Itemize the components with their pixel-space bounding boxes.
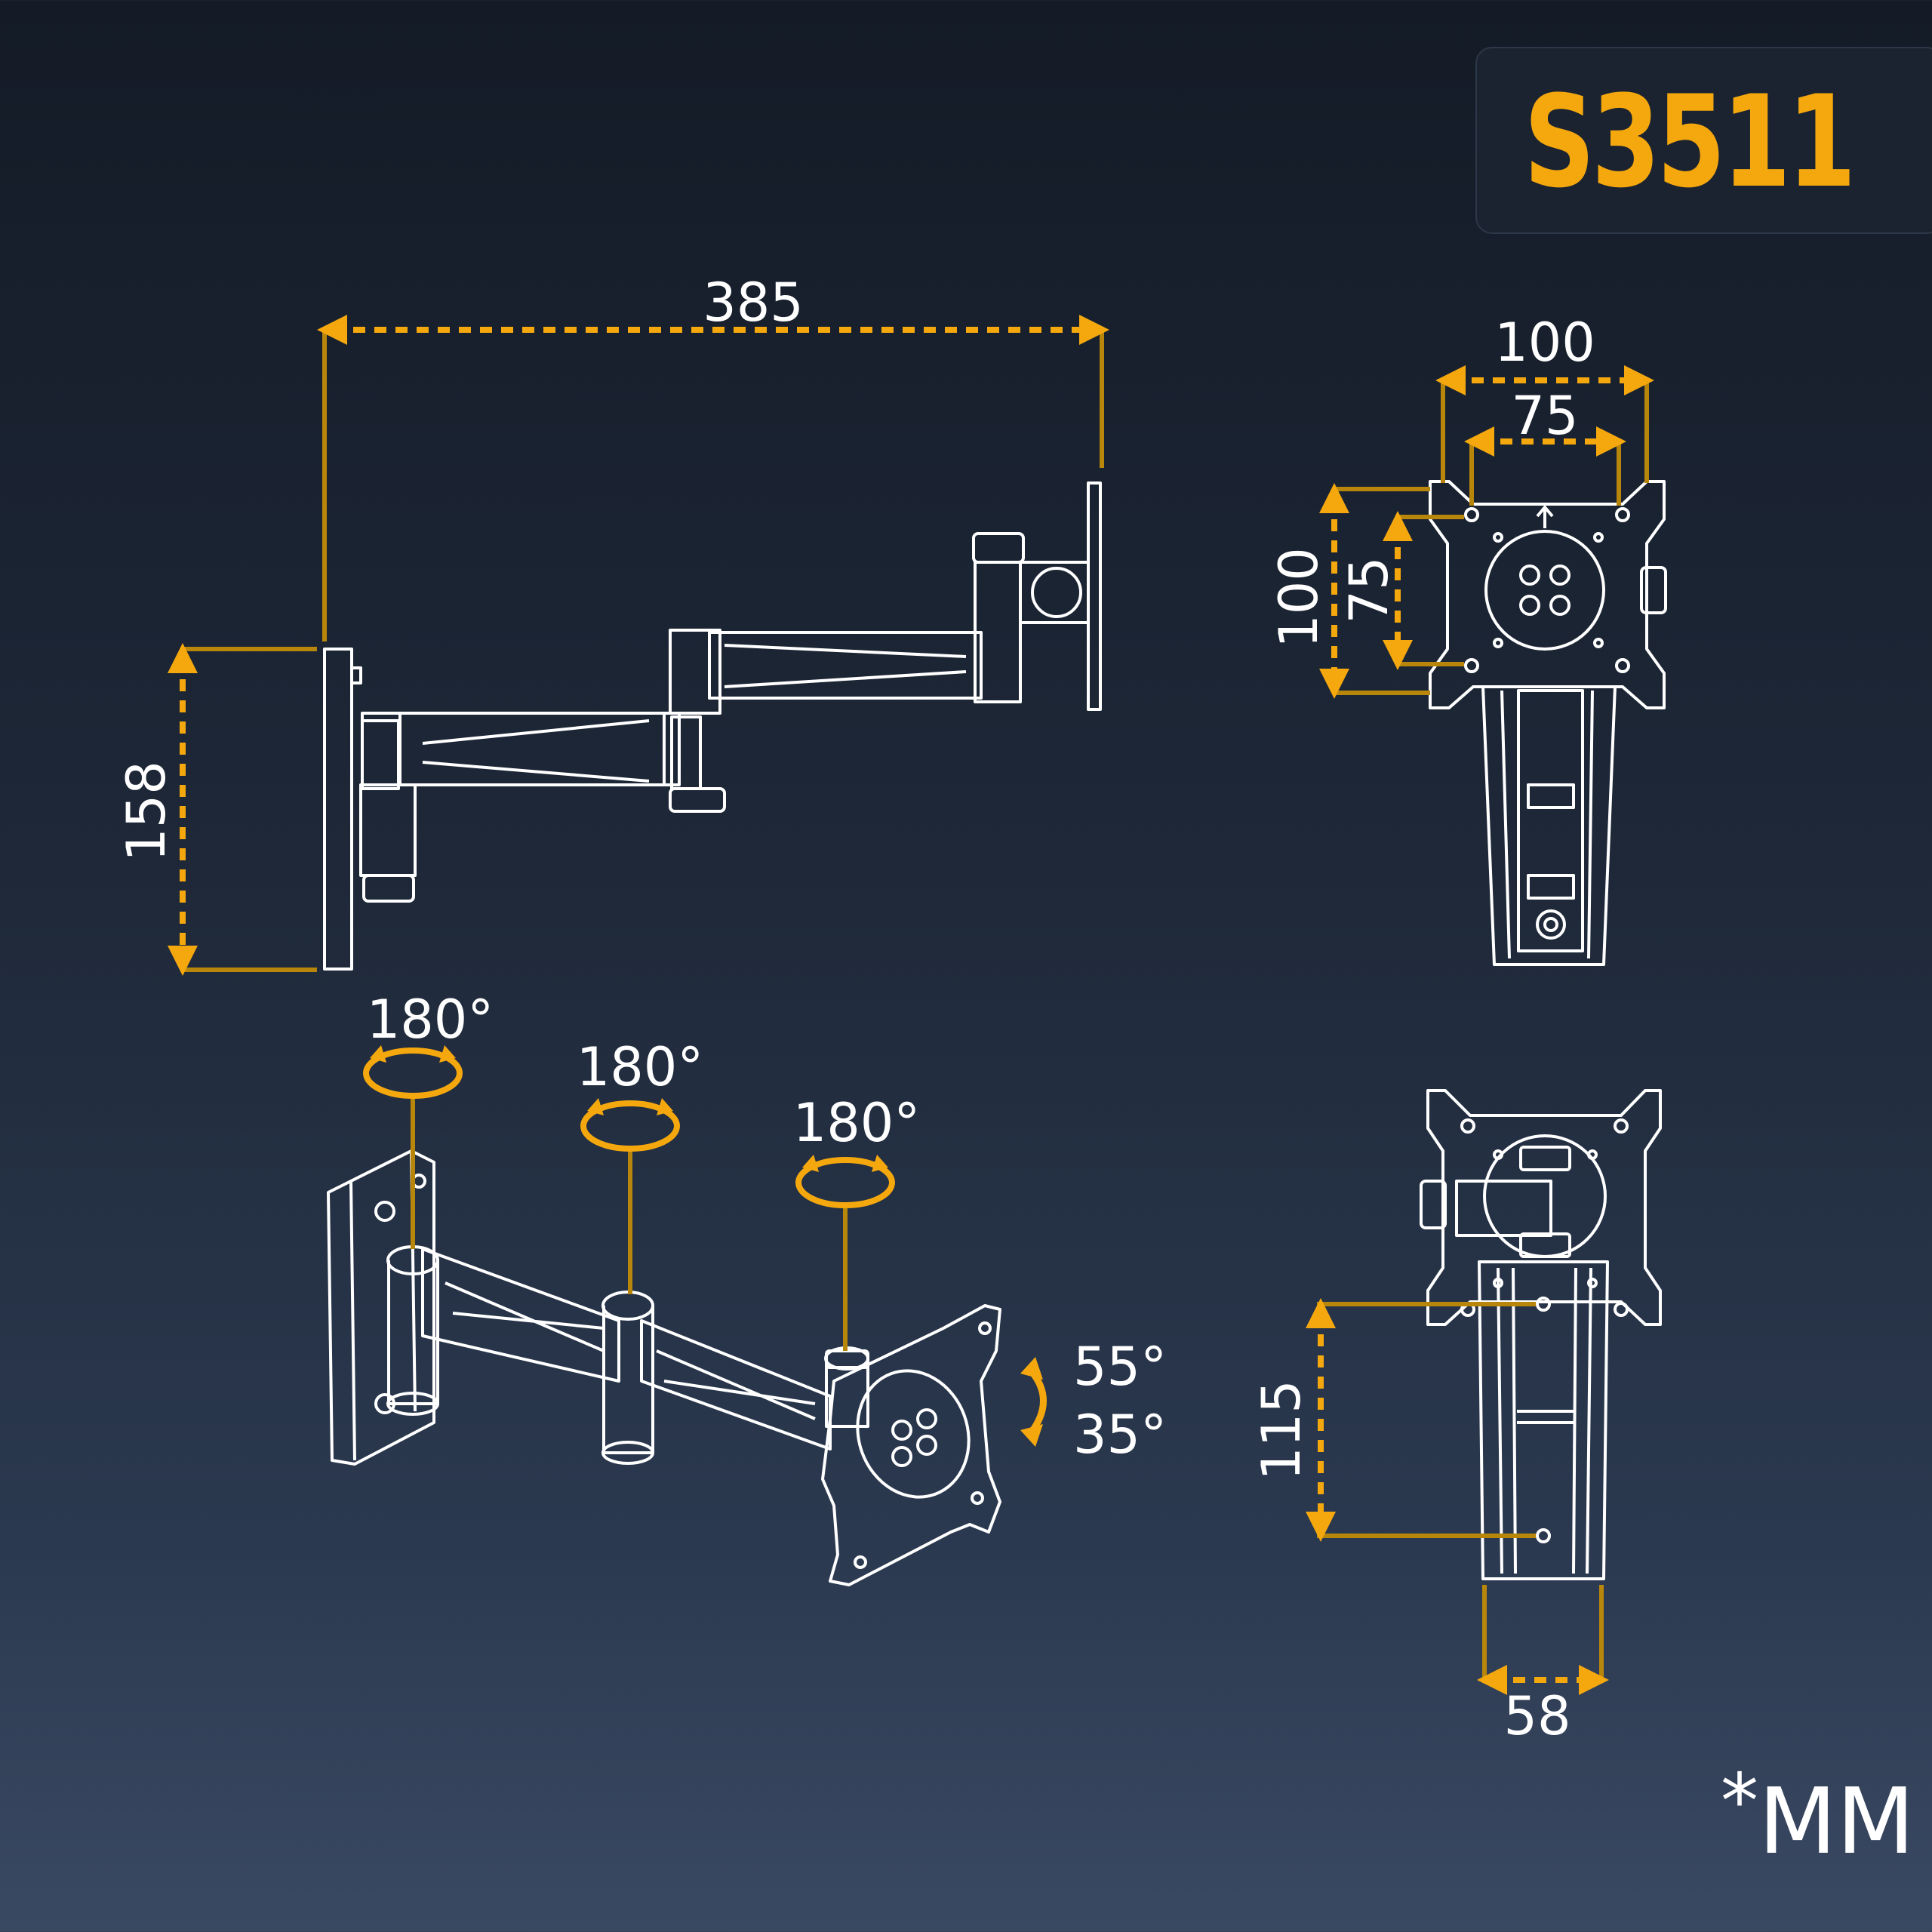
rear-hub (1483, 1134, 1607, 1258)
front-view (1429, 480, 1667, 966)
dimension-115-label: 115 (1251, 1380, 1312, 1481)
perspective-view (327, 1149, 1001, 1586)
front-knob (1640, 566, 1667, 614)
dimension-385: 385 (317, 272, 1109, 641)
rotation-3-label: 180° (793, 1092, 921, 1154)
rear-knob (1420, 1180, 1447, 1229)
rotation-indicator-1: 180° (363, 989, 494, 1249)
side-knob-2 (669, 787, 726, 813)
rear-arm-column (1478, 1260, 1609, 1580)
perspective-joint-1 (387, 1260, 439, 1405)
dimension-158: 158 (115, 643, 317, 976)
rotation-indicator-2: 180° (577, 1036, 704, 1294)
tilt-down-label: 35° (1073, 1404, 1167, 1466)
dimension-58-label: 58 (1503, 1685, 1571, 1747)
perspective-hub (856, 1369, 971, 1499)
rotation-indicator-3: 180° (793, 1092, 921, 1351)
side-wall-plate-tab (350, 666, 362, 685)
dimension-75-top-label: 75 (1511, 385, 1578, 447)
side-arm-upper (708, 631, 983, 700)
dimension-75-side-label: 75 (1338, 556, 1400, 623)
perspective-arm-1 (421, 1247, 620, 1383)
model-number: S3511 (1524, 68, 1856, 216)
tilt-up-label: 55° (1073, 1336, 1167, 1398)
side-knob-3 (972, 532, 1025, 564)
dimension-vesa-height: 100 75 (1268, 483, 1464, 699)
rotation-2-label: 180° (577, 1036, 704, 1098)
perspective-wall-plate (327, 1149, 435, 1466)
perspective-vesa-plate (821, 1304, 1001, 1586)
rotation-1-label: 180° (367, 989, 494, 1051)
unit-note: *MM (1721, 1764, 1915, 1868)
tilt-indicator: 55° 35° (1020, 1336, 1167, 1466)
side-vesa-plate (1087, 481, 1102, 711)
side-knob-1 (362, 874, 415, 903)
perspective-arm-2 (640, 1319, 832, 1451)
front-vesa-plate (1429, 480, 1666, 709)
model-badge: S3511 (1475, 47, 1932, 234)
dimension-115: 115 (1251, 1298, 1536, 1542)
dimension-vesa-width: 100 75 (1435, 312, 1654, 506)
rear-vesa-plate (1426, 1089, 1662, 1326)
rear-view (1420, 1089, 1662, 1580)
unit-asterisk: * (1721, 1757, 1758, 1845)
front-hub (1484, 530, 1605, 651)
side-joint-2 (669, 629, 721, 715)
side-view (323, 481, 1102, 971)
dimension-100-side-label: 100 (1268, 547, 1330, 648)
dimension-158-label: 158 (115, 761, 177, 862)
perspective-joint-2 (602, 1306, 654, 1454)
dimension-58: 58 (1477, 1585, 1609, 1747)
dimension-385-label: 385 (703, 272, 804, 334)
unit-label: MM (1758, 1770, 1915, 1875)
side-wall-plate (323, 648, 353, 971)
side-joint-1 (359, 783, 417, 877)
dimension-100-top-label: 100 (1494, 312, 1595, 374)
